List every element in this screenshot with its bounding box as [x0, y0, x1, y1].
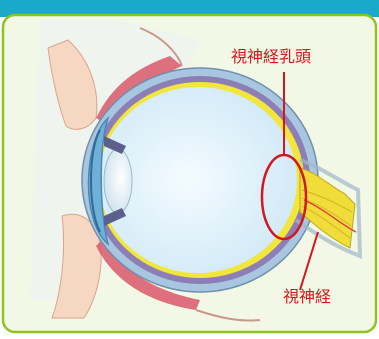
optic-nerve-label: 視神経 — [283, 289, 331, 305]
optic-disc-label: 視神経乳頭 — [231, 49, 311, 65]
lens — [104, 149, 132, 213]
